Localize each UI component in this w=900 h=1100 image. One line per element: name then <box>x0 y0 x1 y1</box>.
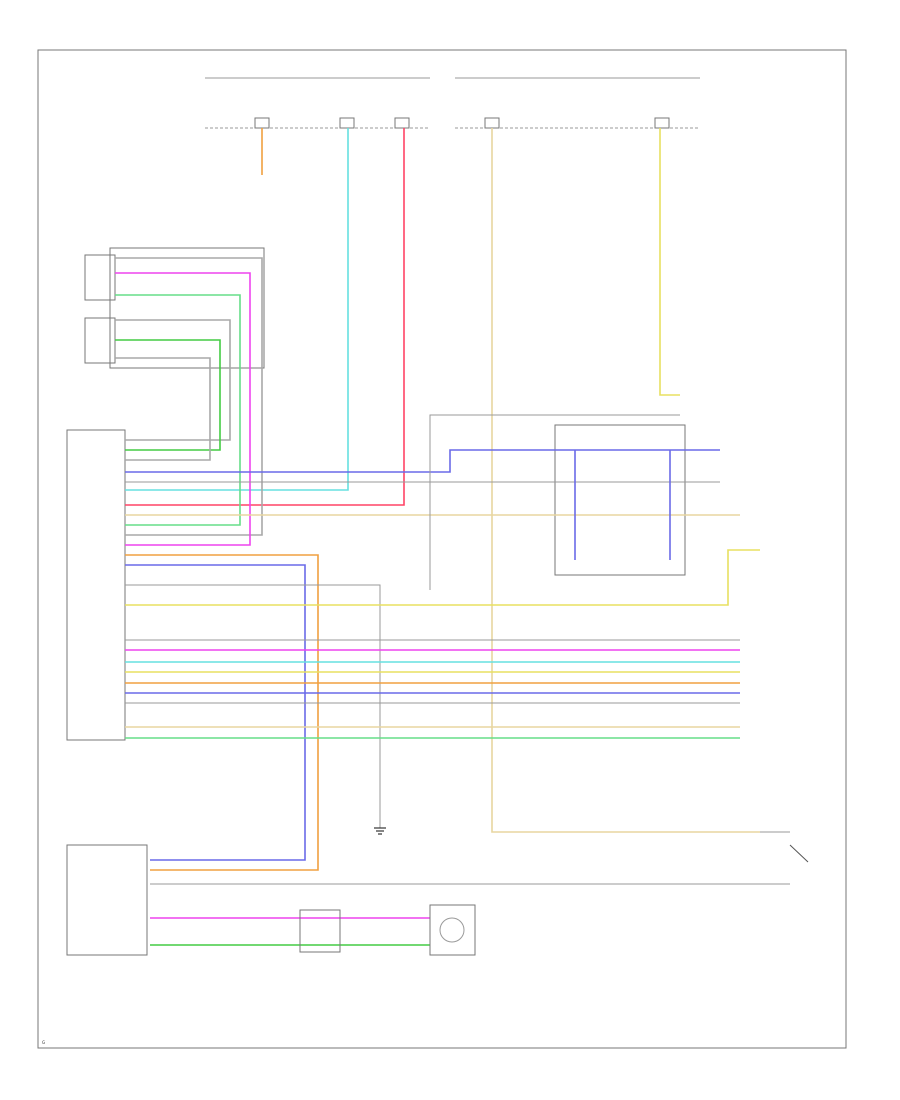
wire-gray-cruise <box>429 414 680 590</box>
throttle-position-sensor <box>84 247 265 369</box>
wire-orange-pcm <box>125 554 319 871</box>
wire-gray-tps2 <box>115 319 231 441</box>
wire-lt-green-tps <box>115 294 241 526</box>
wire-tan-clutch <box>491 128 760 833</box>
throttle-actuator-module <box>66 429 126 741</box>
ground-icon <box>374 780 386 835</box>
fuse-block-top <box>205 77 700 129</box>
wire-yellow-cruise <box>659 128 680 396</box>
powertrain-control-module <box>66 844 148 956</box>
sensor-coil-icon <box>429 904 476 956</box>
wire-gray-ground <box>125 584 381 780</box>
wire-blue-pcm <box>125 564 306 861</box>
wire-green-tps <box>115 339 221 451</box>
wire-red-batt <box>125 128 405 506</box>
wire-light-blue-ign <box>125 128 349 491</box>
switch-contact-icon <box>150 831 809 885</box>
wire-yellow-sensor <box>125 549 760 606</box>
diagram-border <box>37 49 847 1049</box>
wire-pink-tps <box>115 272 251 546</box>
inline-connector <box>299 909 341 953</box>
page-label: G <box>42 1040 45 1045</box>
wire-gray-tps3 <box>115 357 211 461</box>
wire-blue-brake <box>125 449 720 473</box>
brake-pedal-switch-block <box>554 424 686 576</box>
wire-gray-tps <box>115 257 263 536</box>
